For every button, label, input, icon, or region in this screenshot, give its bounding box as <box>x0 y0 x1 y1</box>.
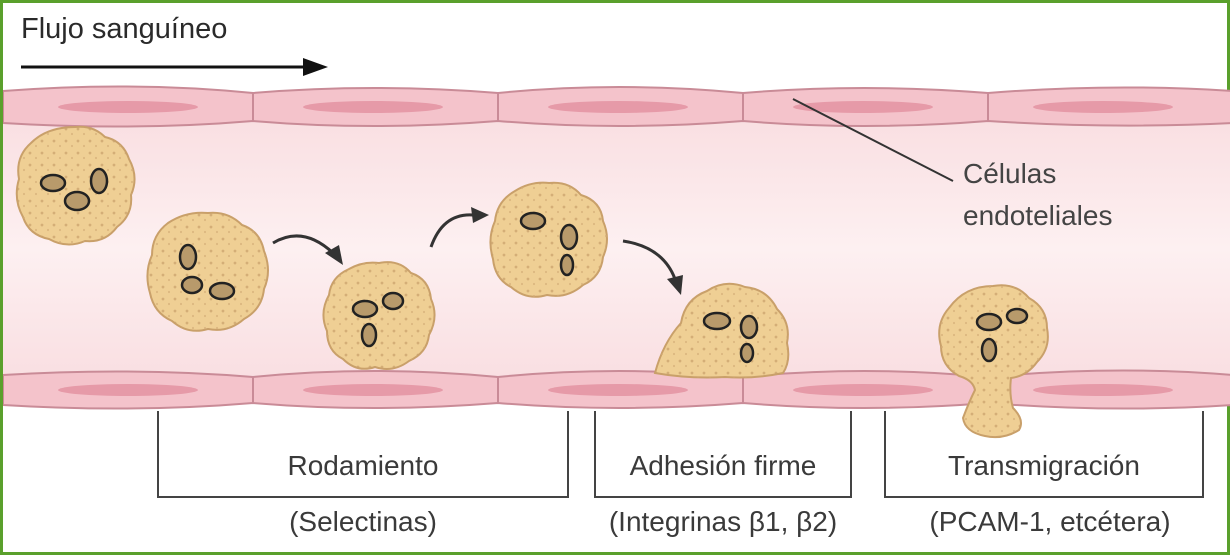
leukocyte-rolling-1 <box>147 213 268 331</box>
flow-label: Flujo sanguíneo <box>21 13 227 46</box>
endothelial-cells-label: Células endoteliales <box>963 153 1173 237</box>
stage-name-firm-adhesion: Adhesión firme <box>595 450 851 482</box>
leukocyte-rolling-3 <box>490 183 607 297</box>
leukocyte-rolling-2 <box>323 262 434 369</box>
leukocyte-transmigrating <box>939 285 1048 437</box>
stage-molecules-transmigration: (PCAM-1, etcétera) <box>885 506 1215 538</box>
leukocyte-free <box>17 127 135 245</box>
stage-name-transmigration: Transmigración <box>885 450 1203 482</box>
stage-name-rolling: Rodamiento <box>158 450 568 482</box>
flow-arrow <box>21 58 328 76</box>
stage-molecules-rolling: (Selectinas) <box>158 506 568 538</box>
bottom-endothelium <box>3 370 1230 408</box>
stage-molecules-firm-adhesion: (Integrinas β1, β2) <box>573 506 873 538</box>
top-endothelium <box>3 86 1230 126</box>
